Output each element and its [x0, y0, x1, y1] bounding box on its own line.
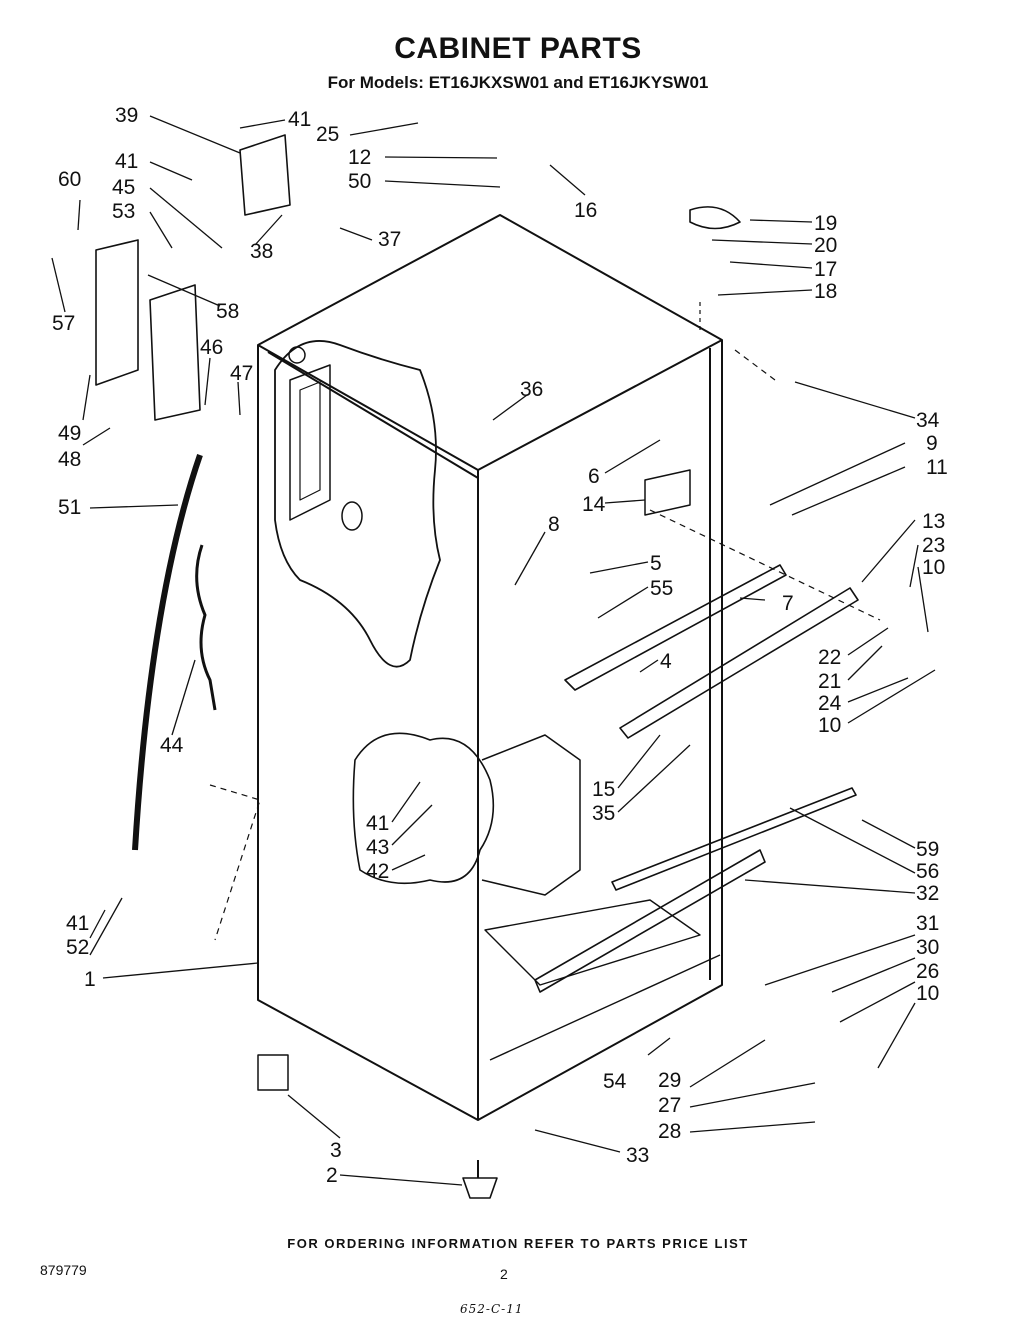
callout-label: 16 — [574, 199, 597, 222]
callout-label: 13 — [922, 510, 945, 533]
cabinet-drawing — [95, 134, 881, 1199]
handwritten-code: 652-C-11 — [460, 1302, 524, 1316]
page-title: CABINET PARTS — [394, 32, 642, 65]
callout-label: 41 — [115, 150, 138, 173]
callout-label: 47 — [230, 362, 253, 385]
callout-label: 3 — [330, 1139, 342, 1162]
callout-label: 38 — [250, 240, 273, 263]
callout-label: 7 — [782, 592, 794, 615]
callout-label: 21 — [818, 670, 841, 693]
callout-label: 53 — [112, 200, 135, 223]
callout-label: 57 — [52, 312, 75, 335]
model-subtitle: For Models: ET16JKXSW01 and ET16JKYSW01 — [327, 73, 709, 92]
callout-label: 36 — [520, 378, 543, 401]
callout-label: 55 — [650, 577, 673, 600]
callout-label: 23 — [922, 534, 945, 557]
callout-label: 2 — [326, 1164, 338, 1187]
callout-label: 14 — [582, 493, 606, 516]
callout-label: 41 — [288, 108, 311, 131]
callout-label: 46 — [200, 336, 223, 359]
callout-label: 29 — [658, 1069, 681, 1092]
callout-label: 30 — [916, 936, 939, 959]
callout-label: 56 — [916, 860, 939, 883]
callout-label: 9 — [926, 432, 938, 455]
callout-label: 52 — [66, 936, 89, 959]
callout-label: 32 — [916, 882, 939, 905]
callout-label: 42 — [366, 860, 389, 883]
page-number: 2 — [500, 1266, 508, 1282]
callout-label: 25 — [316, 123, 339, 146]
ordering-note: FOR ORDERING INFORMATION REFER TO PARTS … — [287, 1236, 749, 1251]
callout-label: 37 — [378, 228, 401, 251]
document-number: 879779 — [40, 1262, 87, 1278]
callout-label: 28 — [658, 1120, 681, 1143]
callout-label: 34 — [916, 409, 940, 432]
callout-label: 18 — [814, 280, 837, 303]
callout-label: 54 — [603, 1070, 627, 1093]
callout-label: 50 — [348, 170, 371, 193]
callout-label: 10 — [922, 556, 945, 579]
callout-label: 1 — [84, 968, 96, 991]
callout-label: 41 — [66, 912, 89, 935]
callout-label: 41 — [366, 812, 389, 835]
callout-label: 26 — [916, 960, 939, 983]
callout-label: 5 — [650, 552, 662, 575]
callout-label: 51 — [58, 496, 81, 519]
callout-label: 45 — [112, 176, 135, 199]
callout-label: 6 — [588, 465, 600, 488]
callout-label: 10 — [818, 714, 841, 737]
callout-label: 60 — [58, 168, 81, 191]
callout-label: 31 — [916, 912, 939, 935]
callout-label: 17 — [814, 258, 837, 281]
callout-label: 44 — [160, 734, 184, 757]
callout-label: 58 — [216, 300, 239, 323]
callout-label: 12 — [348, 146, 371, 169]
callout-label: 59 — [916, 838, 939, 861]
callout-leaders — [51, 115, 936, 1186]
callout-label: 10 — [916, 982, 939, 1005]
callout-label: 19 — [814, 212, 837, 235]
callout-label: 39 — [115, 104, 138, 127]
callout-label: 15 — [592, 778, 615, 801]
callout-label: 27 — [658, 1094, 681, 1117]
callout-label: 11 — [926, 456, 948, 479]
callout-label: 20 — [814, 234, 837, 257]
callout-label: 43 — [366, 836, 389, 859]
callout-label: 8 — [548, 513, 560, 536]
callout-label: 48 — [58, 448, 81, 471]
callout-label: 49 — [58, 422, 81, 445]
callout-label: 4 — [660, 650, 672, 673]
callout-label: 35 — [592, 802, 615, 825]
callout-label: 33 — [626, 1144, 649, 1167]
callout-label: 24 — [818, 692, 842, 715]
callout-label: 22 — [818, 646, 841, 669]
